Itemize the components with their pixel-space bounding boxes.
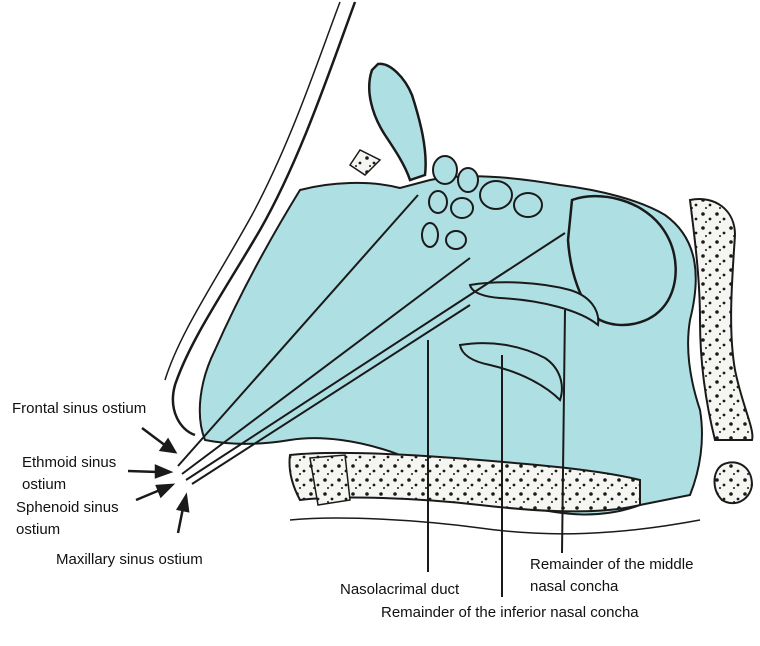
maxilla-fragment <box>309 454 351 506</box>
middle-concha <box>468 281 600 327</box>
label-sphenoid-sinus-ostium-line1: Sphenoid sinus <box>16 499 119 516</box>
probes <box>177 194 566 485</box>
label-inferior-nasal-concha: Remainder of the inferior nasal concha <box>381 604 639 621</box>
label-maxillary-sinus-ostium: Maxillary sinus ostium <box>56 551 203 568</box>
label-frontal-sinus-ostium: Frontal sinus ostium <box>12 400 147 417</box>
pointer-arrows <box>127 427 190 534</box>
label-ethmoid-sinus-ostium-line2: ostium <box>22 476 67 493</box>
inferior-concha <box>458 342 563 402</box>
soft-palate-outline <box>289 517 701 535</box>
nasal-bone-outline <box>171 1 357 437</box>
skin-outline <box>164 1 341 381</box>
label-nasolacrimal-duct: Nasolacrimal duct <box>340 581 460 598</box>
leader-lines <box>427 309 566 597</box>
hard-palate <box>288 451 641 513</box>
frontal-sinus <box>368 62 427 182</box>
label-sphenoid-sinus-ostium-line2: ostium <box>16 521 61 538</box>
vertebra-fragment <box>713 461 754 505</box>
clivus-bone <box>688 198 754 441</box>
ethmoid-air-cells <box>421 155 543 250</box>
label-middle-nasal-concha-line2: nasal concha <box>530 578 619 595</box>
label-middle-nasal-concha-line1: Remainder of the middle <box>530 556 694 573</box>
label-ethmoid-sinus-ostium-line1: Ethmoid sinus <box>22 454 117 471</box>
